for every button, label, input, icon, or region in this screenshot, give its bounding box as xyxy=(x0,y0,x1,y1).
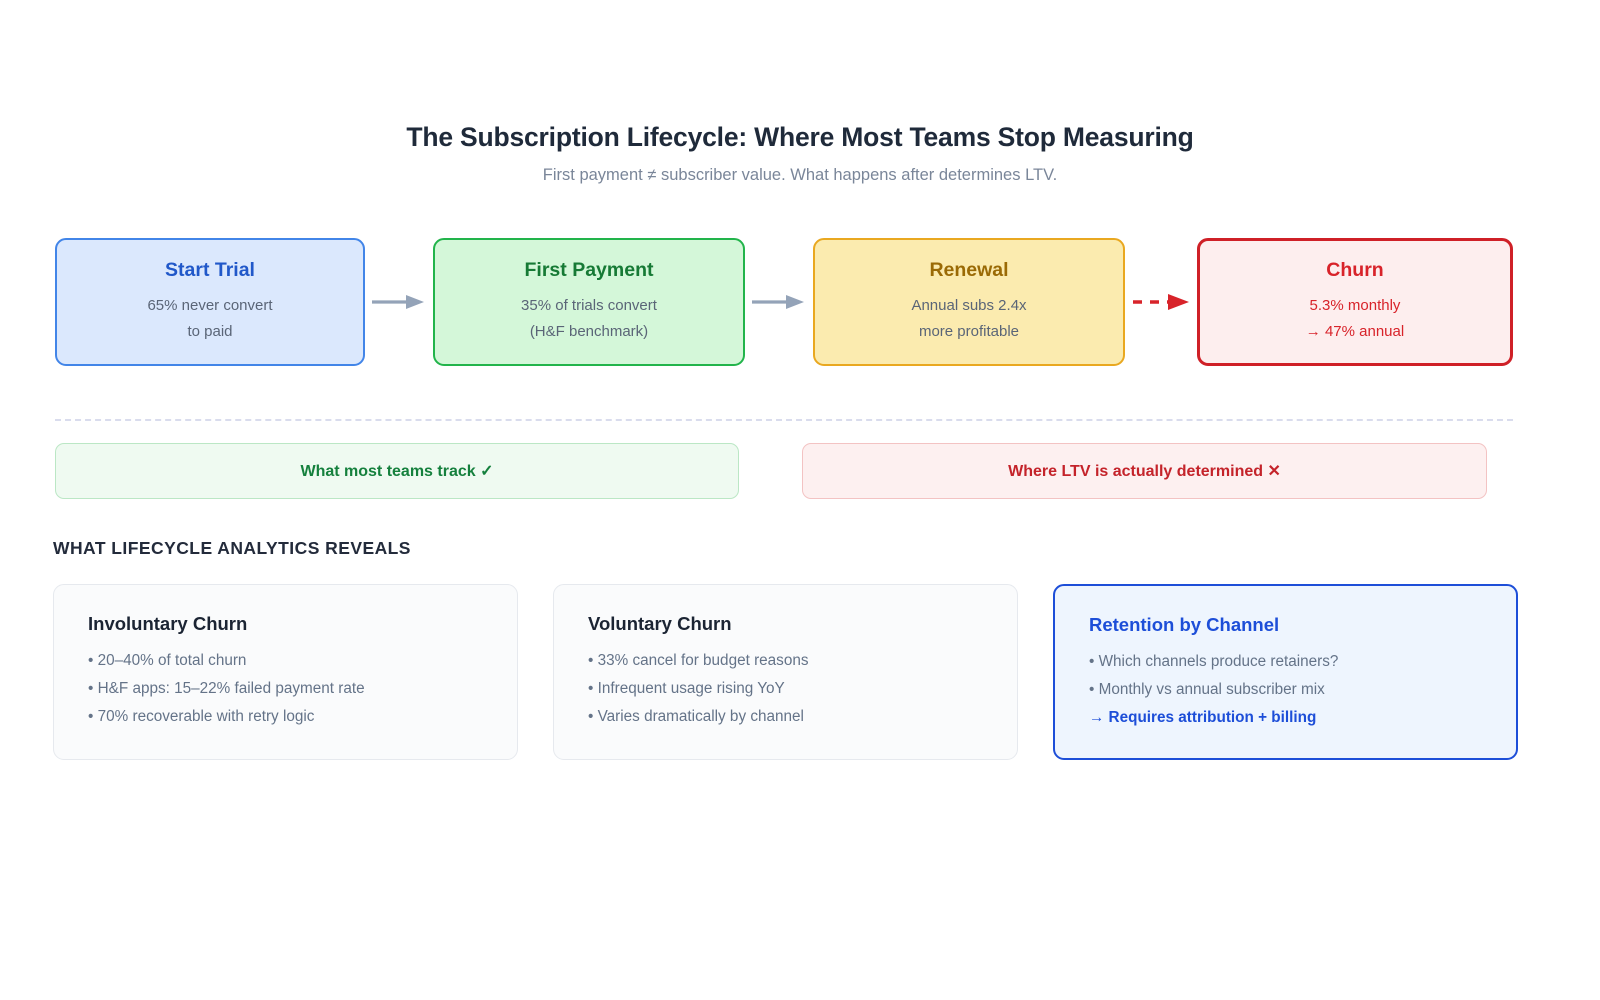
list-item: • H&F apps: 15–22% failed payment rate xyxy=(88,680,365,698)
stage-title: Start Trial xyxy=(165,259,255,282)
stage-detail-line-1: Annual subs 2.4x xyxy=(911,296,1027,314)
list-item: • Which channels produce retainers? xyxy=(1089,653,1339,671)
page-header: The Subscription Lifecycle: Where Most T… xyxy=(0,122,1600,185)
stage-detail-line-2: more profitable xyxy=(918,322,1020,340)
legend-what-teams-track: What most teams track ✓ xyxy=(55,443,739,499)
stage-title: Churn xyxy=(1326,259,1384,282)
stage-detail-line-1: 5.3% monthly xyxy=(1309,296,1401,314)
flow-stage-first-payment: First Payment 35% of trials convert (H&F… xyxy=(433,238,745,366)
insight-cards: Involuntary Churn • 20–40% of total chur… xyxy=(53,584,1553,760)
lifecycle-flow: Start Trial 65% never convert to paid Fi… xyxy=(55,238,1513,366)
card-title: Retention by Channel xyxy=(1089,614,1280,635)
connector-payment-to-renewal xyxy=(745,238,813,366)
arrow-right-dashed-icon xyxy=(1133,294,1189,310)
section-divider xyxy=(55,419,1513,421)
connector-trial-to-payment xyxy=(365,238,433,366)
list-item: • Varies dramatically by channel xyxy=(588,707,804,725)
card-retention-by-channel[interactable]: Retention by Channel • Which channels pr… xyxy=(1053,584,1518,760)
stage-detail-line-1: 35% of trials convert xyxy=(521,296,657,314)
stage-detail-line-1: 65% never convert xyxy=(147,296,273,314)
card-bullet-list: • 20–40% of total churn • H&F apps: 15–2… xyxy=(88,647,485,730)
legend-row: What most teams track ✓ Where LTV is act… xyxy=(55,443,1513,499)
section-heading: WHAT LIFECYCLE ANALYTICS REVEALS xyxy=(53,538,411,558)
card-title: Voluntary Churn xyxy=(588,613,732,634)
card-bullet-list: • Which channels produce retainers? • Mo… xyxy=(1089,648,1484,731)
arrow-right-icon xyxy=(372,295,424,309)
connector-renewal-to-churn xyxy=(1125,238,1197,366)
page-title: The Subscription Lifecycle: Where Most T… xyxy=(406,122,1194,152)
flow-stage-churn: Churn 5.3% monthly → 47% annual xyxy=(1197,238,1513,366)
card-involuntary-churn: Involuntary Churn • 20–40% of total chur… xyxy=(53,584,518,760)
stage-detail-line-2: (H&F benchmark) xyxy=(529,322,649,340)
stage-detail-line-2: to paid xyxy=(187,322,233,340)
arrow-right-icon xyxy=(752,295,804,309)
flow-stage-start-trial: Start Trial 65% never convert to paid xyxy=(55,238,365,366)
legend-where-ltv-determined: Where LTV is actually determined ✕ xyxy=(802,443,1487,499)
flow-stage-renewal: Renewal Annual subs 2.4x more profitable xyxy=(813,238,1125,366)
card-bullet-list: • 33% cancel for budget reasons • Infreq… xyxy=(588,647,985,730)
list-item: • Infrequent usage rising YoY xyxy=(588,680,785,698)
list-item: • 20–40% of total churn xyxy=(88,652,247,670)
list-item-callout: → Requires attribution + billing xyxy=(1089,708,1317,726)
card-title: Involuntary Churn xyxy=(88,613,248,634)
list-item: • 70% recoverable with retry logic xyxy=(88,707,315,725)
stage-title: First Payment xyxy=(524,259,654,282)
page-subtitle: First payment ≠ subscriber value. What h… xyxy=(542,165,1058,184)
list-item: • Monthly vs annual subscriber mix xyxy=(1089,681,1325,699)
stage-title: Renewal xyxy=(929,259,1009,282)
card-voluntary-churn: Voluntary Churn • 33% cancel for budget … xyxy=(553,584,1018,760)
stage-detail-line-2: → 47% annual xyxy=(1305,322,1405,340)
list-item: • 33% cancel for budget reasons xyxy=(588,652,809,670)
